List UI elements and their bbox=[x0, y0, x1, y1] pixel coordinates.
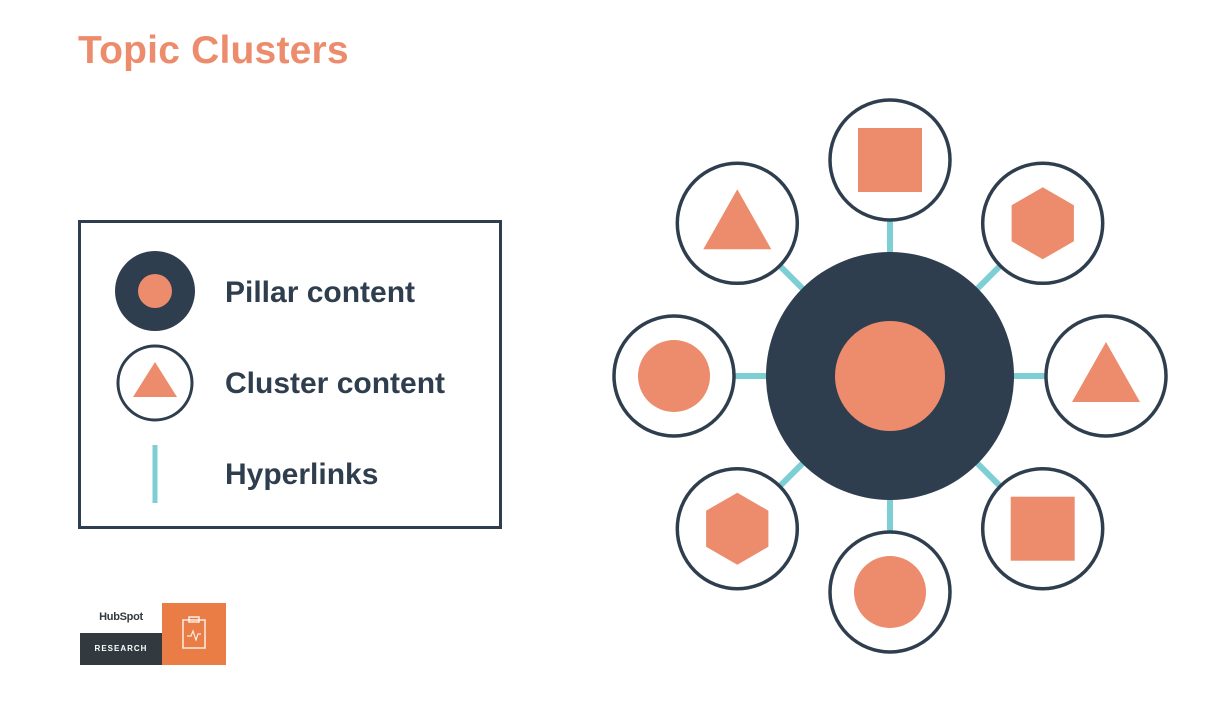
cluster-node-right bbox=[1044, 314, 1168, 438]
cluster-node-top bbox=[828, 98, 952, 222]
cluster-nodes bbox=[612, 98, 1168, 654]
cluster-node-top-left bbox=[675, 161, 800, 286]
logo-brand: HubSpot bbox=[80, 603, 162, 631]
cluster-node-bottom bbox=[828, 530, 952, 654]
square-icon bbox=[858, 128, 922, 192]
cluster-node-left bbox=[612, 314, 736, 438]
circle-icon bbox=[854, 556, 926, 628]
page-title: Topic Clusters bbox=[78, 29, 349, 72]
pillar-circle-icon bbox=[835, 321, 945, 431]
triangle-icon bbox=[1072, 342, 1140, 402]
hubspot-research-logo: HubSpot RESEARCH bbox=[80, 603, 226, 665]
hyperlinks bbox=[733, 219, 1047, 533]
cluster-triangle-icon bbox=[116, 344, 194, 422]
hexagon-icon bbox=[1011, 187, 1074, 260]
hyperlink-top-left bbox=[776, 262, 806, 292]
clipboard-icon bbox=[162, 603, 226, 665]
topic-cluster-diagram bbox=[612, 98, 1168, 654]
legend-label-hyperlinks: Hyperlinks bbox=[225, 458, 379, 491]
legend-icons bbox=[115, 251, 195, 503]
pillar-icon bbox=[115, 251, 195, 331]
cluster-node-top-right bbox=[980, 161, 1105, 286]
logo-subtitle: RESEARCH bbox=[80, 633, 162, 665]
triangle-icon bbox=[703, 189, 772, 250]
hexagon-icon bbox=[706, 492, 769, 565]
legend-label-pillar: Pillar content bbox=[225, 276, 416, 309]
circle-icon bbox=[638, 340, 710, 412]
cluster-node-bottom-right bbox=[980, 466, 1105, 591]
logo-square bbox=[162, 603, 226, 665]
hyperlink-bottom-right bbox=[974, 460, 1004, 490]
legend-label-cluster: Cluster content bbox=[225, 367, 446, 400]
hyperlink-bottom-left bbox=[776, 460, 806, 490]
legend-box: Pillar content Cluster content Hyperlink… bbox=[78, 220, 502, 529]
cluster-node-bottom-left bbox=[675, 466, 800, 591]
hyperlink-top-right bbox=[974, 262, 1004, 292]
square-icon bbox=[1010, 496, 1075, 561]
